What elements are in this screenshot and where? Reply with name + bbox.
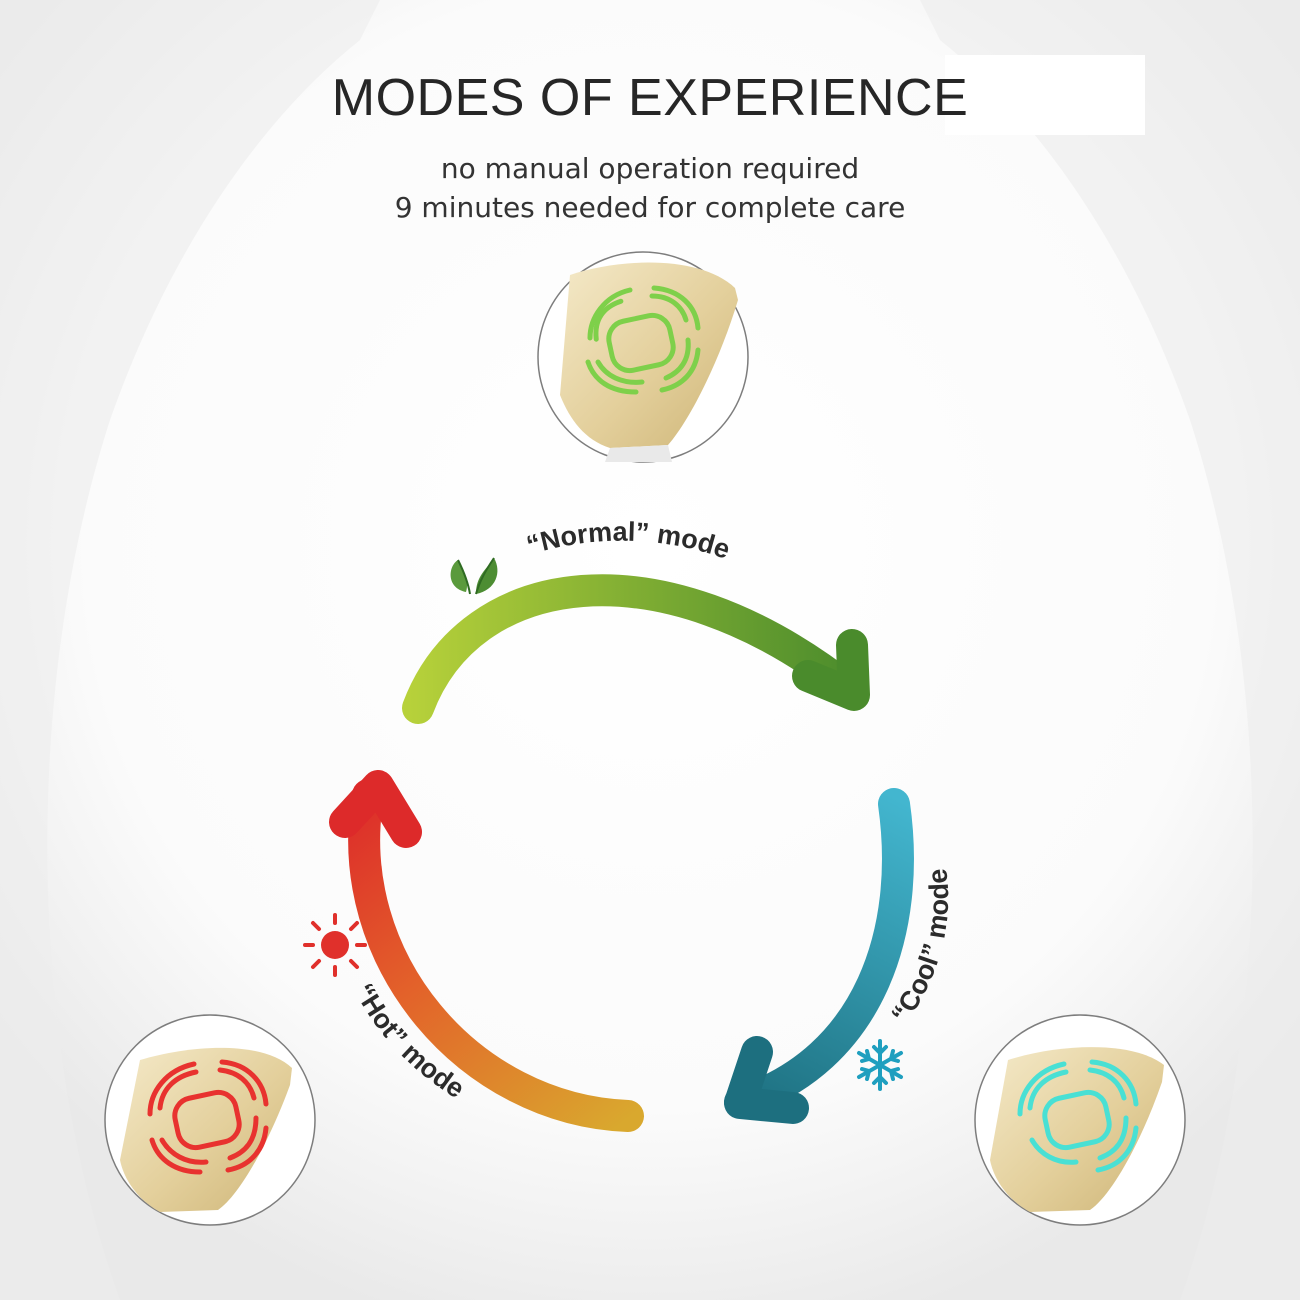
sun-icon <box>303 913 367 977</box>
title-highlight <box>945 55 1145 135</box>
cool-mode-arrow <box>724 788 914 1124</box>
hot-mode-arrow <box>329 770 644 1132</box>
subtitle-line-2: 9 minutes needed for complete care <box>394 191 906 224</box>
device-cool-circle <box>974 1014 1186 1226</box>
snowflake-icon <box>857 1039 903 1091</box>
background-shade-right <box>920 0 1300 1300</box>
cyan-light-ring <box>1017 1059 1139 1173</box>
subtitle-line-1: no manual operation required <box>440 152 860 185</box>
device-normal-circle <box>537 251 749 463</box>
green-light-ring <box>585 285 701 395</box>
background-shade-left <box>0 0 380 1300</box>
leaf-icon <box>450 557 498 595</box>
page-title: MODES OF EXPERIENCE <box>331 69 969 127</box>
normal-mode-arrow <box>402 574 870 724</box>
device-hot-circle <box>104 1014 316 1226</box>
red-light-ring <box>147 1059 269 1175</box>
